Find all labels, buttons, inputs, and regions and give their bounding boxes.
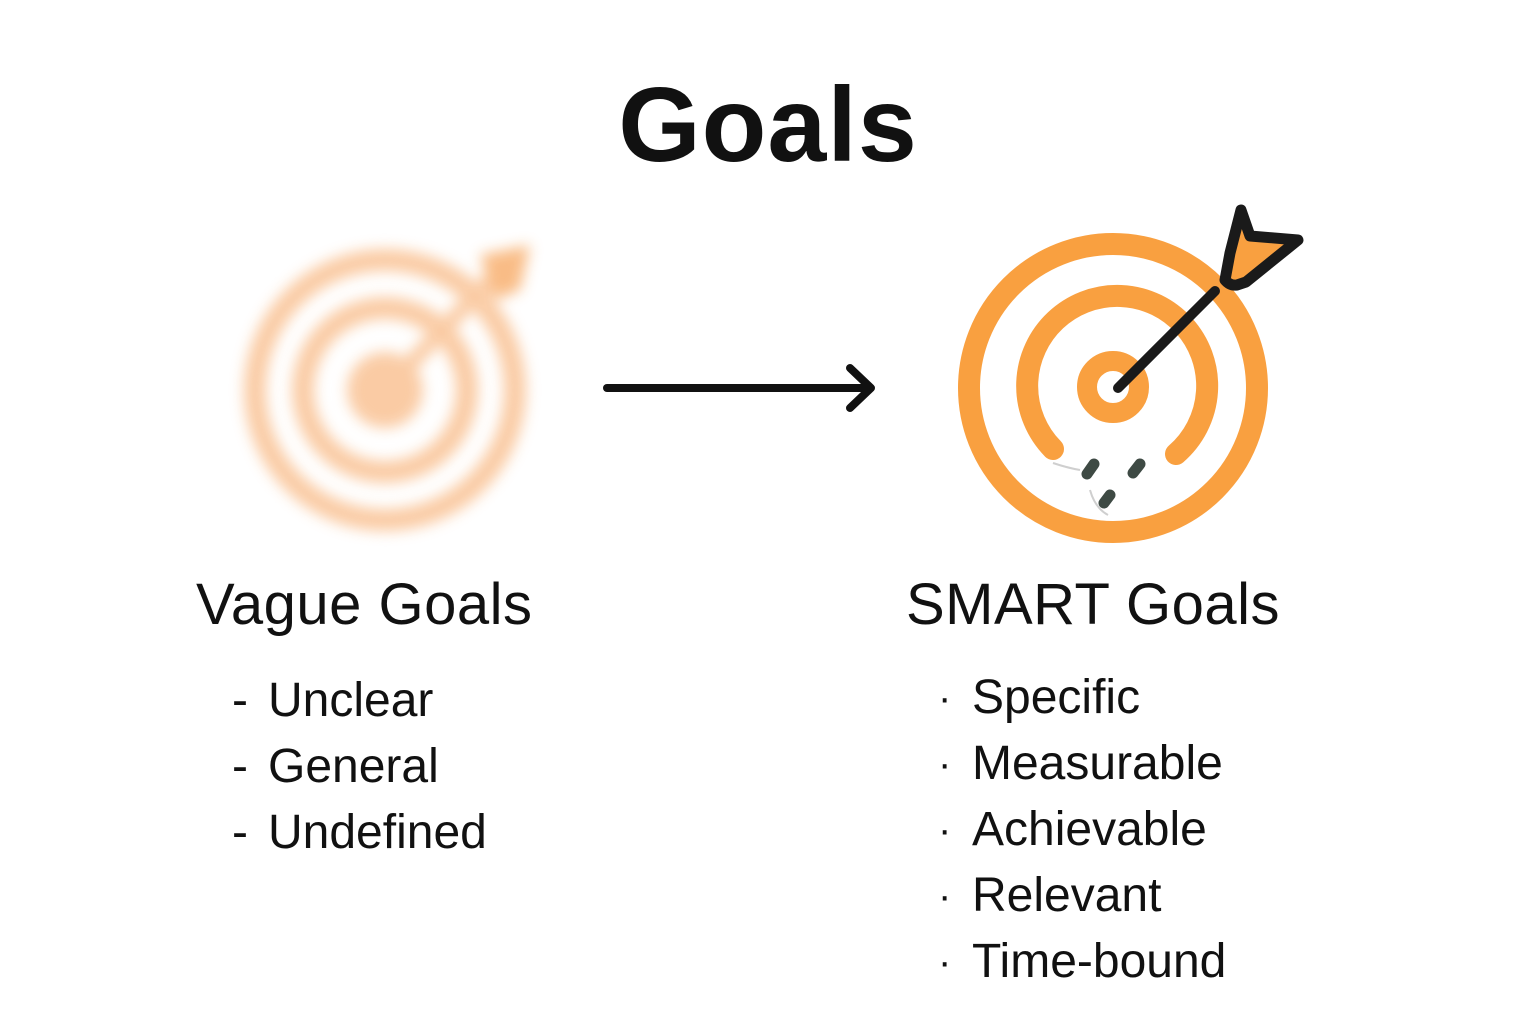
- vague-goals-list: -Unclear -General -Undefined: [232, 668, 487, 866]
- bullet-marker: ·: [938, 940, 952, 984]
- page-title: Goals: [618, 66, 918, 184]
- dash-marker: -: [232, 806, 248, 859]
- bullet-marker: ·: [938, 874, 952, 918]
- smart-goals-list: ·Specific ·Measurable ·Achievable ·Relev…: [938, 665, 1226, 995]
- list-item: ·Relevant: [938, 863, 1226, 929]
- bullet-marker: ·: [938, 808, 952, 852]
- list-item: -Unclear: [232, 668, 487, 734]
- list-item: ·Specific: [938, 665, 1226, 731]
- smart-goals-heading: SMART Goals: [906, 572, 1281, 637]
- dash-marker: -: [232, 740, 248, 793]
- bullet-marker: ·: [938, 742, 952, 786]
- target-with-arrow-icon: [940, 190, 1320, 550]
- list-item: -Undefined: [232, 800, 487, 866]
- list-item: -General: [232, 734, 487, 800]
- list-item: ·Achievable: [938, 797, 1226, 863]
- dash-marker: -: [232, 674, 248, 727]
- right-arrow-icon: [598, 360, 888, 420]
- blurred-target-icon: [230, 225, 550, 545]
- bullet-marker: ·: [938, 676, 952, 720]
- list-item: ·Measurable: [938, 731, 1226, 797]
- list-item: ·Time-bound: [938, 929, 1226, 995]
- vague-goals-heading: Vague Goals: [196, 572, 533, 637]
